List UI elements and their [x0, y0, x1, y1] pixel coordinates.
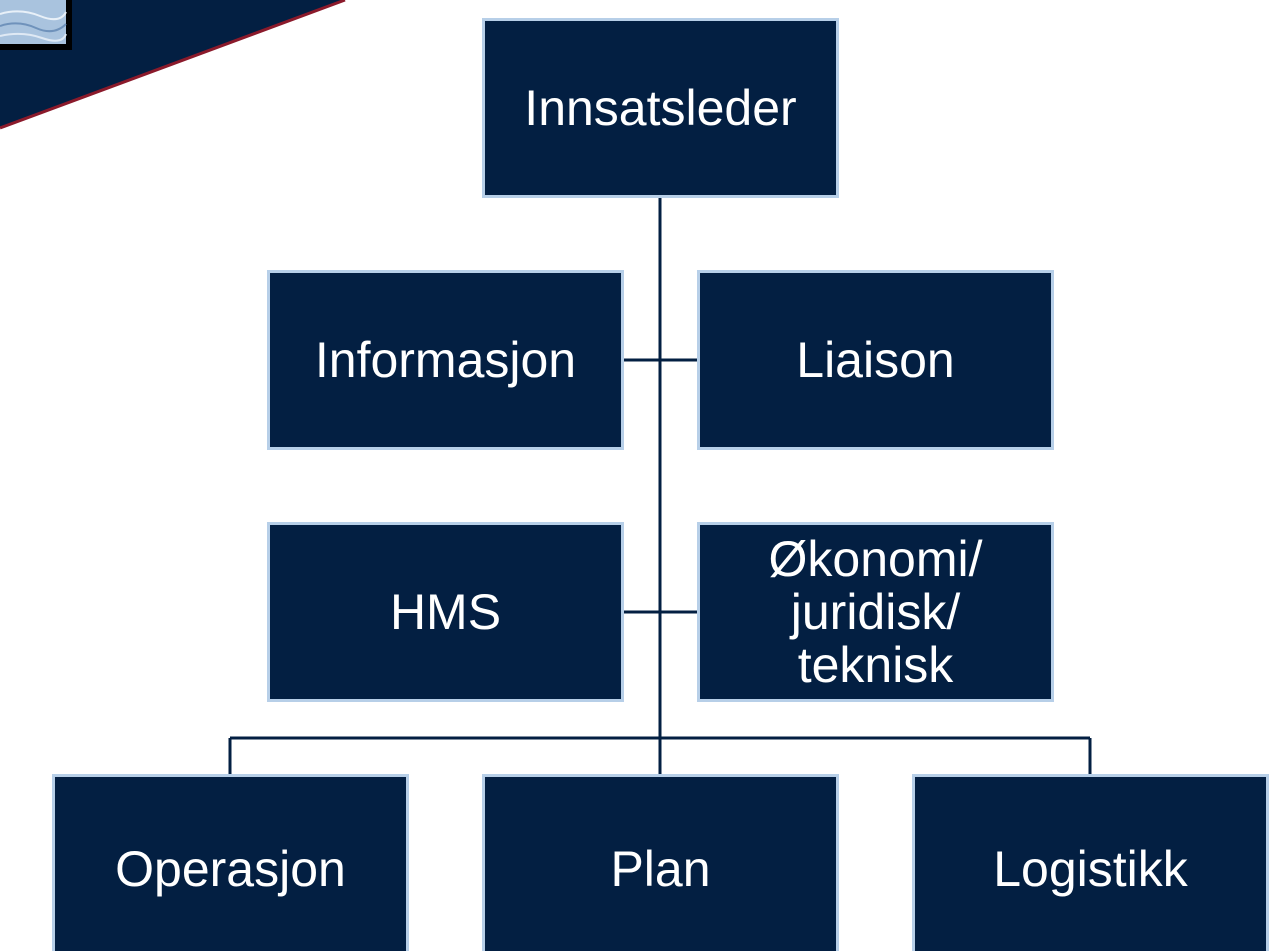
box-okonomi-label: Økonomi/ juridisk/ teknisk — [768, 530, 983, 693]
box-liaison: Liaison — [697, 270, 1054, 450]
box-logistikk: Logistikk — [912, 774, 1269, 951]
box-logistikk-label: Logistikk — [993, 840, 1188, 897]
box-operasjon: Operasjon — [52, 774, 409, 951]
banner-photo — [0, 0, 72, 50]
box-informasjon: Informasjon — [267, 270, 624, 450]
box-innsatsleder-label: Innsatsleder — [524, 79, 797, 136]
box-plan-label: Plan — [610, 840, 711, 897]
box-innsatsleder: Innsatsleder — [482, 18, 839, 198]
box-informasjon-label: Informasjon — [314, 331, 577, 388]
box-hms: HMS — [267, 522, 624, 702]
box-hms-label: HMS — [389, 583, 502, 640]
box-liaison-label: Liaison — [796, 331, 955, 388]
box-okonomi-juridisk-teknisk: Økonomi/ juridisk/ teknisk — [697, 522, 1054, 702]
header-banner — [0, 0, 346, 130]
box-operasjon-label: Operasjon — [115, 840, 346, 897]
box-plan: Plan — [482, 774, 839, 951]
